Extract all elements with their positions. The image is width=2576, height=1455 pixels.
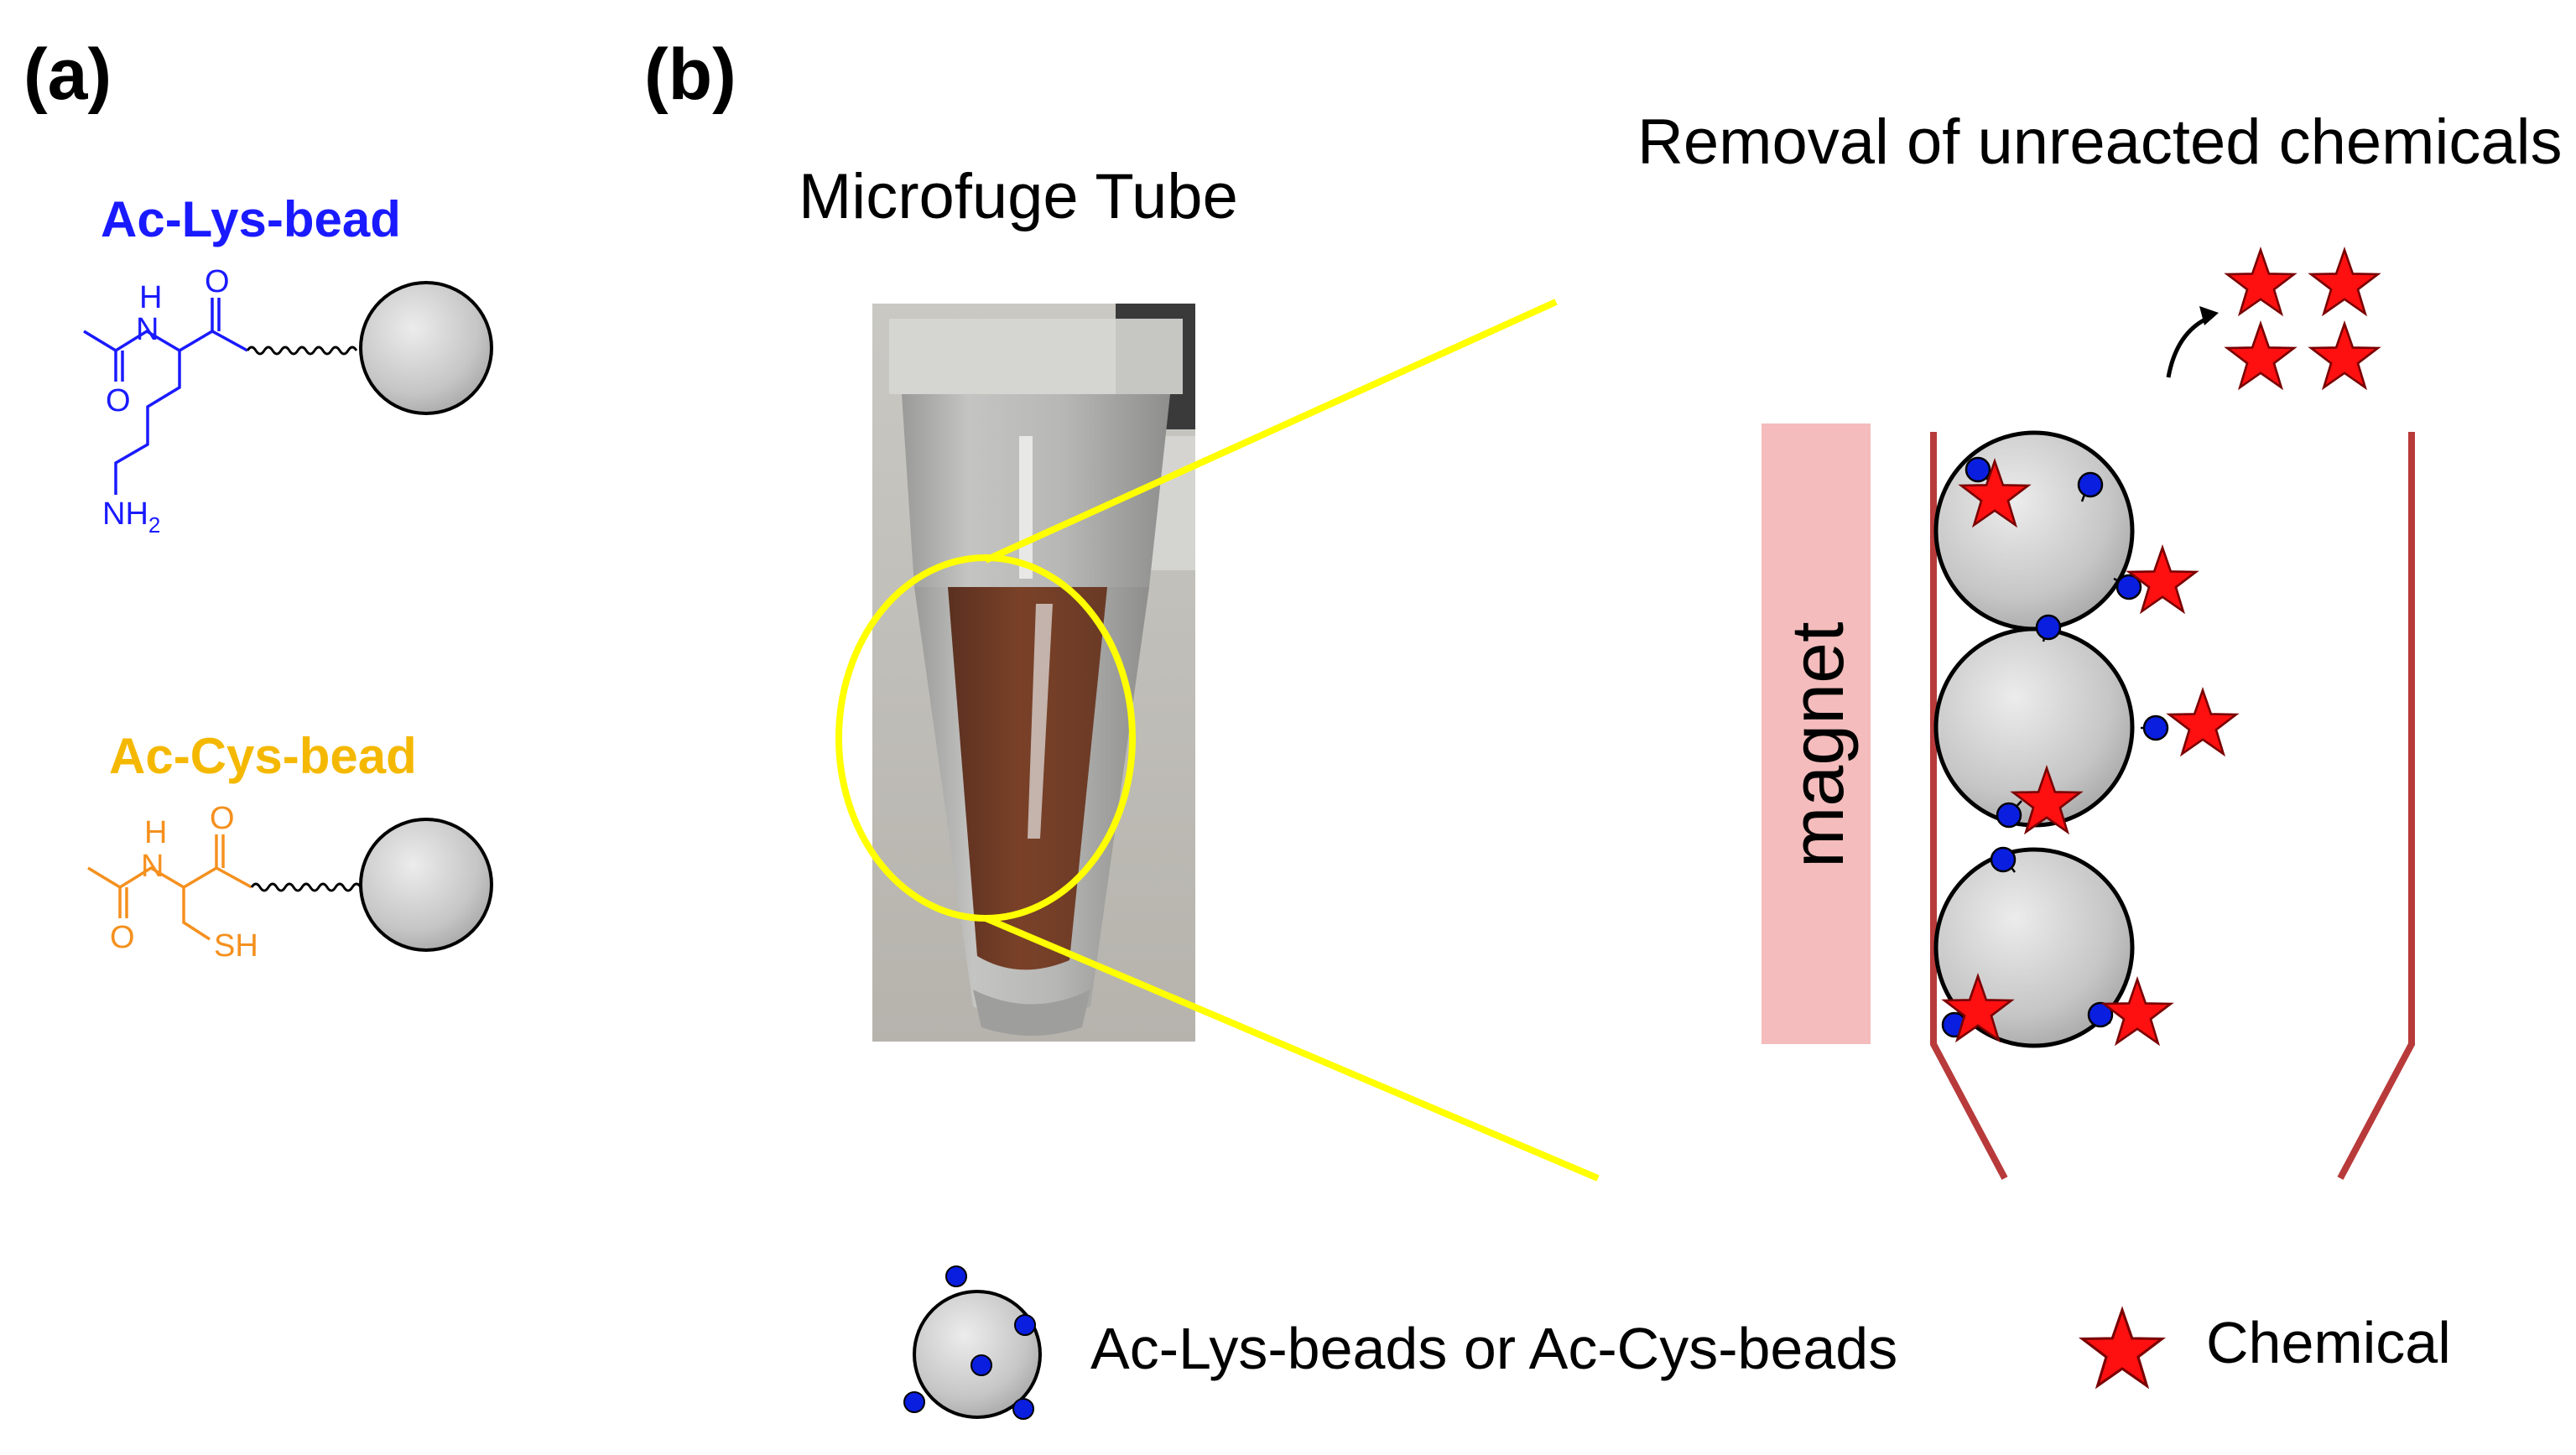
cys-atom-n: N [141, 849, 164, 884]
lys-atom-h: H [139, 280, 162, 315]
lys-structure [83, 298, 248, 495]
removed-chemical-star [2225, 322, 2296, 389]
legend-bead-label: Ac-Lys-beads or Ac-Cys-beads [1090, 1316, 1897, 1381]
removed-chemical-star [2309, 248, 2380, 315]
stack-bead [1933, 430, 2135, 631]
chemical-star [2127, 546, 2198, 613]
chemical-star [2167, 689, 2238, 756]
magnet [1762, 424, 1871, 1044]
lys-bead-name: Ac-Lys-bead [101, 191, 401, 247]
lys-atom-n: N [136, 312, 159, 347]
cys-linker [250, 882, 362, 892]
magnet-label: magnet [1776, 621, 1859, 868]
tube-wall-right [2337, 432, 2415, 1180]
lys-atom-o-acetyl: O [106, 383, 131, 418]
tube-photo [872, 304, 1195, 1042]
lys-linker [246, 346, 358, 356]
tube-wall-left [1930, 432, 2008, 1180]
cys-atom-h: H [144, 815, 167, 850]
panel-a-label: (a) [23, 34, 112, 115]
cys-bead-name: Ac-Cys-bead [109, 728, 417, 784]
tube-title: Microfuge Tube [799, 161, 1238, 232]
panel-b-label: (b) [644, 34, 736, 115]
lys-bead [359, 281, 493, 415]
zoom-line-bottom [984, 915, 1600, 1182]
lys-atom-o-carbonyl: O [205, 264, 230, 299]
removal-arrowhead [2199, 306, 2219, 325]
cys-structure [87, 834, 252, 941]
cys-atom-o-carbonyl: O [210, 801, 235, 836]
cys-bead [359, 818, 493, 952]
cys-atom-o-acetyl: O [110, 920, 135, 955]
legend-chemical-label: Chemical [2206, 1310, 2451, 1375]
removed-chemical-star [2309, 322, 2380, 389]
legend-bead-icon [903, 1265, 1042, 1420]
binding-sites [1941, 456, 2169, 1038]
removal-arrow [2166, 314, 2212, 378]
cys-atom-sh: SH [214, 928, 258, 964]
zoom-line-top [984, 299, 1558, 564]
legend-star-icon [2080, 1308, 2164, 1388]
removal-title: Removal of unreacted chemicals [1637, 107, 2563, 178]
removed-chemical-star [2225, 248, 2296, 315]
lys-atom-nh2: NH2 [102, 496, 160, 538]
